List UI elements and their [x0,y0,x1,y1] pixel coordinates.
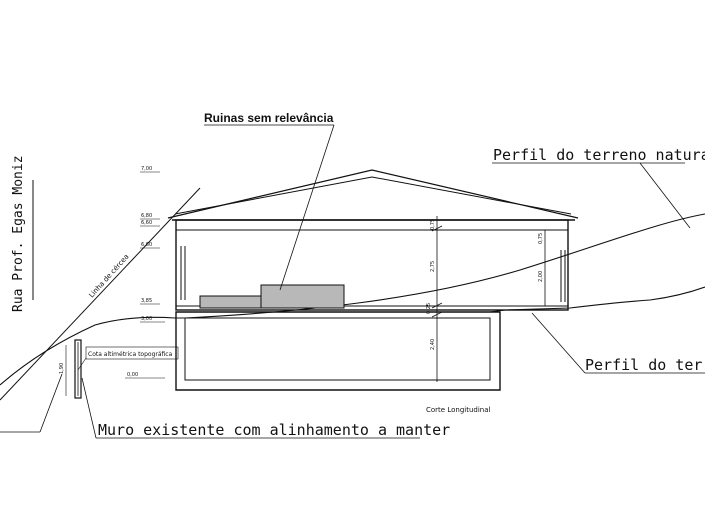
ruins-leader [279,124,335,291]
terrain-label: Perfil do terreno [585,356,705,374]
upper-floor [175,219,569,311]
dimension-text: 2,75 [430,261,436,272]
dimension-text: 2,40 [430,339,436,350]
wall-leader [81,377,97,439]
left-leader-b [39,373,63,433]
terrain-leader [531,312,586,374]
dimension-text: 0,25 [426,303,432,314]
level-mark: 6,80 [141,213,152,219]
roof-inner-line [174,176,572,215]
natural-terrain-label: Perfil do terreno natural [493,146,705,164]
level-mark: 6,60 [141,220,152,226]
roof-outline [167,169,579,219]
dimension-tick [431,311,443,318]
level-mark: 6,60 [141,242,152,248]
level-mark: 0,00 [127,372,138,378]
fence-line-label: Linha de cércea [88,253,131,300]
topo-level-leader [77,357,87,371]
dimension-tick [431,225,443,232]
level-markers [125,171,165,379]
existing-wall [74,339,82,399]
existing-wall-label: Muro existente com alinhamento a manter [98,421,450,439]
dimension-text: 1,90 [59,363,65,374]
natural-terrain-leader [639,162,691,229]
dimension-text: 0,75 [538,233,544,244]
lower-floor [175,311,501,391]
lower-floor-inner [184,317,491,381]
dimension-text: 2,00 [538,271,544,282]
level-mark: 3,00 [141,316,152,322]
ruin-block-right [260,284,345,309]
topo-level-label: Cota altimétrica topográfica [88,351,173,358]
ruin-block-left [199,295,263,309]
topo-level-box [85,346,179,360]
level-mark: 7,00 [141,166,152,172]
terrain-profile-right [489,286,705,313]
dimension-text: 0,75 [430,219,436,230]
section-title: Corte Longitudinal [426,406,491,414]
ruins-label: Ruinas sem relevância [204,111,334,125]
dimension-tick [431,302,443,309]
level-mark: 3,85 [141,298,152,304]
street-label: Rua Prof. Egas Moniz [11,155,26,312]
fence-line [0,187,201,401]
